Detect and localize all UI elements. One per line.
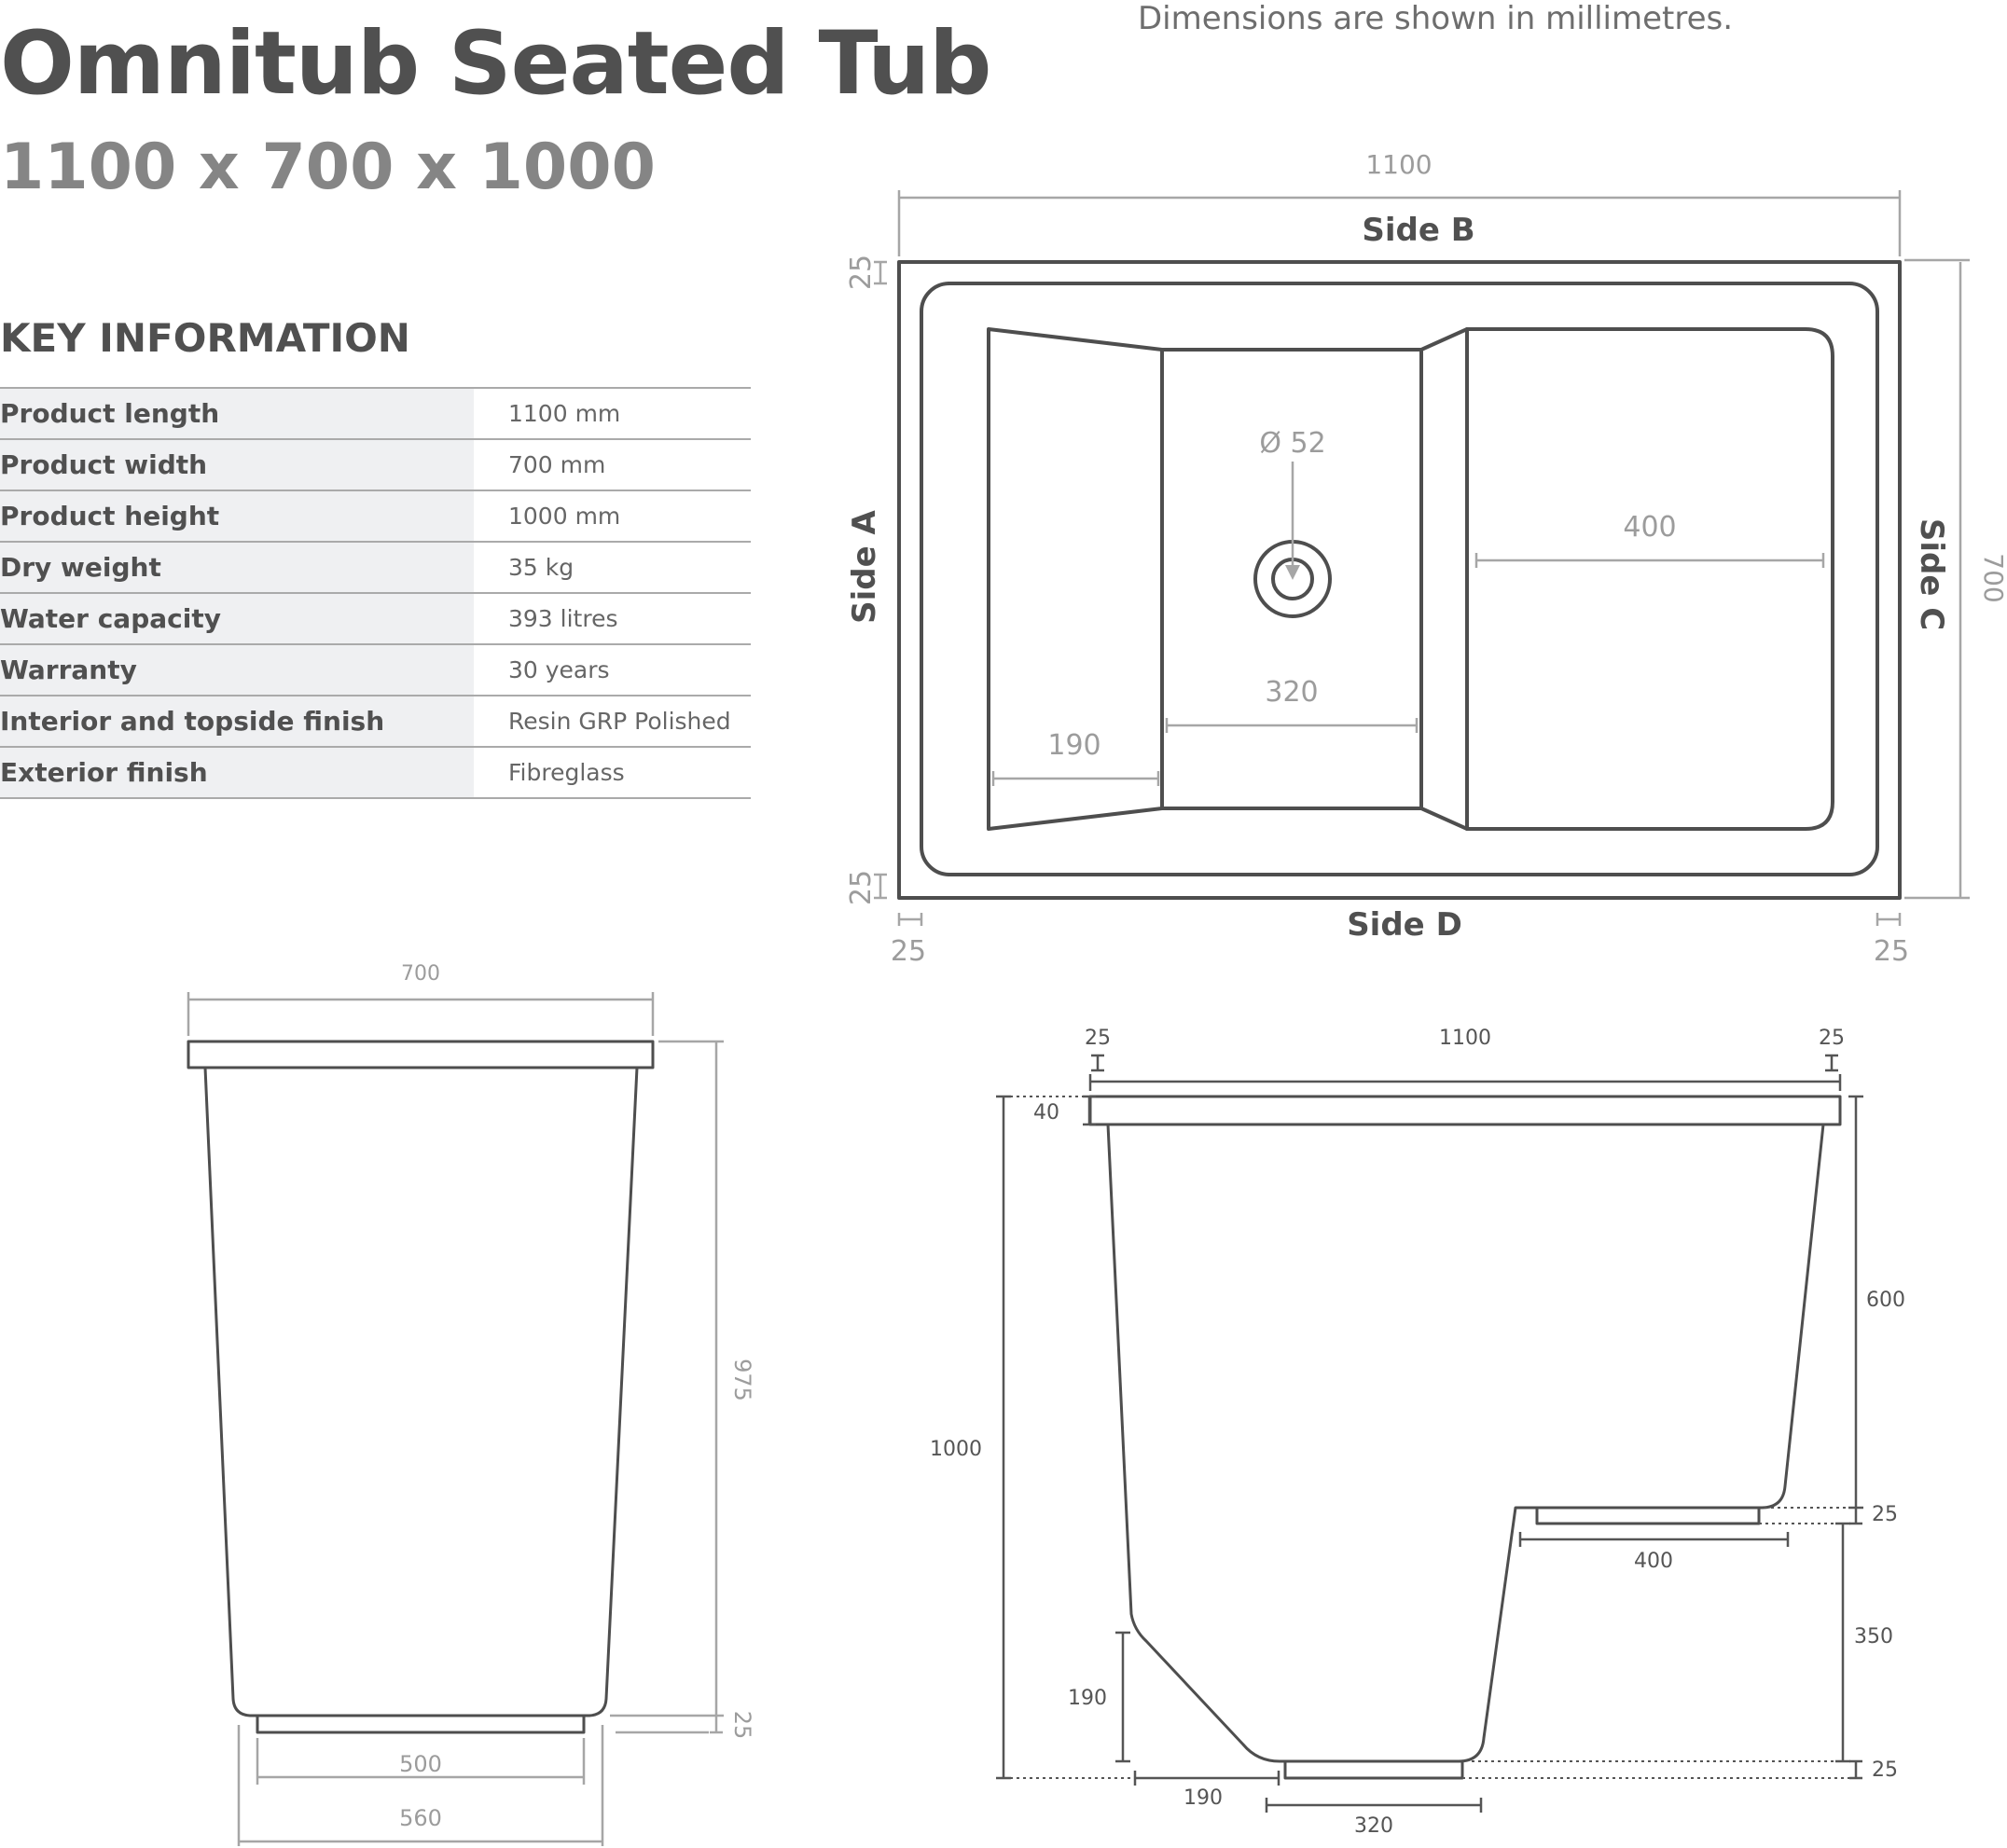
dim-seat-depth: 400 xyxy=(1623,511,1676,544)
dim-side-rim-right: 25 xyxy=(1819,1027,1845,1050)
dim-end-bottom-width: 560 xyxy=(399,1805,442,1831)
end-view: 700 975 25 500 560 xyxy=(187,962,755,1846)
page-title: Omnitub Seated Tub xyxy=(0,13,991,115)
spec-label: Interior and topside finish xyxy=(0,695,474,747)
spec-value: 393 litres xyxy=(474,592,751,644)
dim-side-slope-height: 190 xyxy=(1068,1687,1107,1710)
spec-label: Warranty xyxy=(0,643,474,696)
dim-side-rim-left: 25 xyxy=(1085,1027,1111,1050)
label-side-d: Side D xyxy=(1347,906,1462,944)
tub-inner-edge xyxy=(920,282,1879,876)
dim-side-seat-pad: 25 xyxy=(1872,1503,1898,1526)
label-side-b: Side B xyxy=(1362,212,1474,249)
dim-drain: Ø 52 xyxy=(1259,427,1325,460)
dim-top-length: 1100 xyxy=(1365,149,1432,180)
spec-label: Product height xyxy=(0,490,474,542)
dim-end-height: 975 xyxy=(729,1358,755,1401)
dim-end-base-width: 500 xyxy=(399,1751,442,1777)
seat-surface xyxy=(1465,327,1834,831)
spec-label: Exterior finish xyxy=(0,746,474,799)
spec-label: Water capacity xyxy=(0,592,474,644)
dim-side-rim-thickness: 40 xyxy=(1033,1101,1059,1124)
spec-value: Fibreglass xyxy=(474,746,751,799)
spec-label: Product length xyxy=(0,387,474,439)
dim-rim-left: 25 xyxy=(891,935,926,968)
dim-side-seat-height: 350 xyxy=(1854,1625,1893,1648)
tub-outer-rim xyxy=(897,260,1902,900)
dim-side-base-pad: 25 xyxy=(1872,1758,1898,1782)
spec-value: 700 mm xyxy=(474,438,751,490)
floor-well xyxy=(1160,348,1423,810)
dim-side-seat-depth: 400 xyxy=(1634,1550,1673,1573)
end-rim xyxy=(187,1040,655,1069)
key-information-heading: KEY INFORMATION xyxy=(0,315,410,361)
top-view: Side B Side D Side A Side C 1100 700 25 … xyxy=(845,149,2007,968)
end-body xyxy=(203,1067,639,1717)
side-view: 25 1100 25 40 1000 600 25 400 350 25 190… xyxy=(930,1027,1905,1838)
dim-slope-length: 190 xyxy=(1047,729,1100,762)
spec-label: Dry weight xyxy=(0,541,474,593)
dim-rim-bottom: 25 xyxy=(845,870,878,905)
dim-side-slope-length: 190 xyxy=(1183,1786,1223,1810)
dim-floor-length: 320 xyxy=(1265,676,1318,709)
dim-end-base-height: 25 xyxy=(729,1711,755,1740)
seat-pad xyxy=(1535,1506,1761,1525)
side-body xyxy=(1106,1124,1825,1763)
dim-rim-right: 25 xyxy=(1874,935,1909,968)
dim-side-total-height: 1000 xyxy=(930,1438,982,1461)
dim-top-width: 700 xyxy=(1978,553,2007,602)
dim-side-floor-length: 320 xyxy=(1354,1814,1393,1838)
spec-value: 30 years xyxy=(474,643,751,696)
label-side-a: Side A xyxy=(846,509,883,623)
label-side-c: Side C xyxy=(1913,518,1950,630)
dim-rim-top: 25 xyxy=(845,255,878,290)
dimensions-note: Dimensions are shown in millimetres. xyxy=(1138,0,1734,37)
drain-arrow-icon xyxy=(1285,565,1300,580)
product-dimensions-subtitle: 1100 x 700 x 1000 xyxy=(0,131,656,204)
spec-value: Resin GRP Polished xyxy=(474,695,751,747)
spec-value: 1100 mm xyxy=(474,387,751,439)
end-base xyxy=(256,1714,586,1734)
dim-side-seat-to-rim: 600 xyxy=(1866,1289,1905,1312)
seat-step-panel xyxy=(1419,327,1469,831)
spec-label: Product width xyxy=(0,438,474,490)
spec-value: 1000 mm xyxy=(474,490,751,542)
spec-value: 35 kg xyxy=(474,541,751,593)
base-pad xyxy=(1283,1759,1464,1780)
dim-side-length: 1100 xyxy=(1439,1027,1491,1050)
dim-end-top-width: 700 xyxy=(401,962,440,986)
side-rim xyxy=(1088,1095,1842,1126)
